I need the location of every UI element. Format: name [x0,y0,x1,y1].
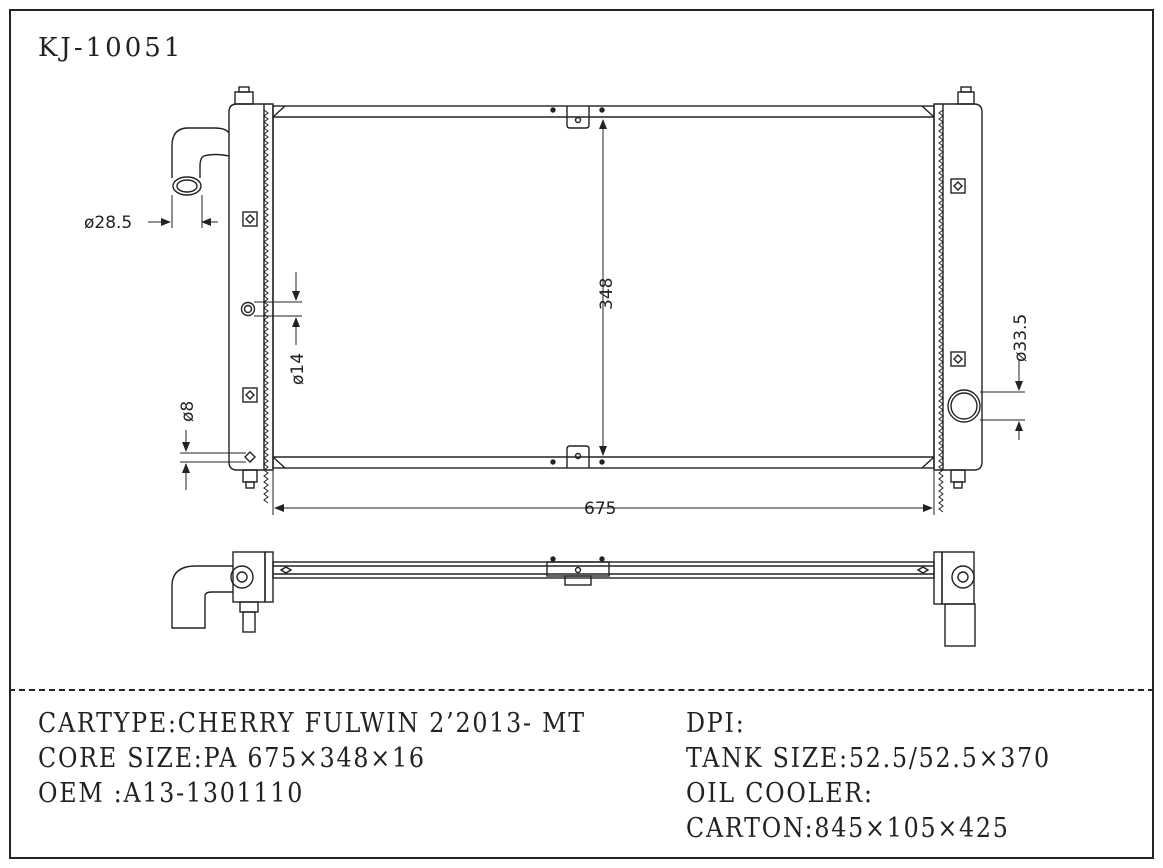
spec-oem: OEM :A13-1301110 [38,778,305,809]
right-tank [933,86,983,513]
model-number: KJ-10051 [38,33,184,63]
spec-dpi: DPI: [686,708,746,739]
drawing-frame [9,9,1154,859]
section-divider [9,689,1154,691]
spec-oil-cooler: OIL COOLER: [686,778,874,809]
spec-carton: CARTON:845×105×425 [686,813,1010,844]
dim-width: 675 [584,499,616,519]
dim-small-port-diameter: ø14 [288,353,308,385]
left-tank [228,86,274,504]
dim-height: 348 [597,278,617,310]
dim-inlet-diameter: ø28.5 [84,213,132,233]
spec-tank-size: TANK SIZE:52.5/52.5×370 [686,743,1051,774]
top-bracket [550,106,605,129]
spec-core-size: CORE SIZE:PA 675×348×16 [38,743,426,774]
spec-cartype: CARTYPE:CHERRY FULWIN 2’2013- MT [38,708,586,739]
bottom-bracket [550,445,605,468]
inlet-hose [171,127,230,196]
dim-drain-diameter: ø8 [178,401,198,422]
dim-outlet-diameter: ø33.5 [1011,314,1031,362]
top-view [171,551,976,647]
